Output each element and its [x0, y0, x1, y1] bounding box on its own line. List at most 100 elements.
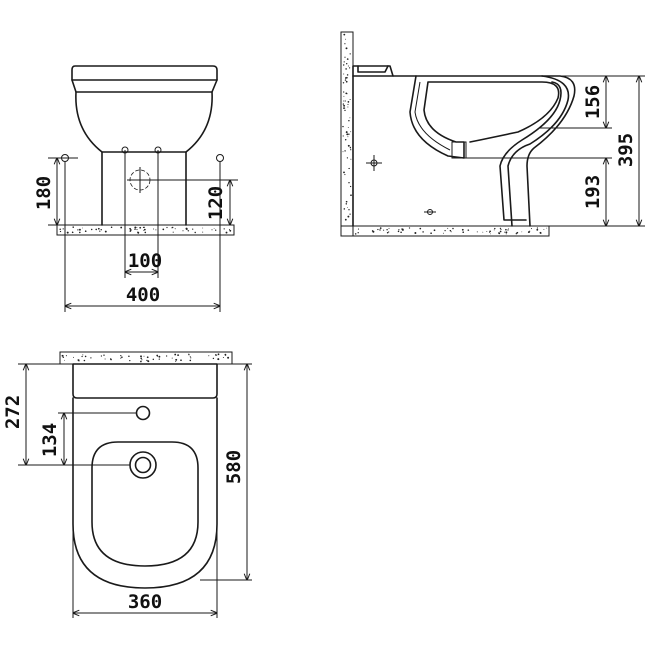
concrete-speck [430, 232, 432, 235]
concrete-speck [62, 356, 65, 359]
concrete-speck [527, 231, 530, 234]
concrete-speck [379, 229, 381, 231]
concrete-speck [222, 356, 224, 359]
concrete-speck [349, 117, 351, 119]
concrete-speck [343, 208, 346, 210]
concrete-speck [166, 226, 168, 229]
concrete-speck [408, 227, 411, 229]
concrete-speck [110, 226, 113, 228]
concrete-speck [217, 358, 220, 361]
concrete-speck [343, 61, 345, 63]
concrete-speck [347, 65, 349, 67]
front-floor-slab [56, 224, 235, 236]
concrete-speck [344, 109, 346, 112]
concrete-speck [346, 76, 348, 79]
side-body-outline [352, 65, 576, 227]
concrete-speck [345, 200, 348, 203]
concrete-speck [508, 228, 510, 230]
concrete-speck [143, 226, 146, 228]
concrete-speck [139, 226, 142, 229]
concrete-speck [120, 357, 122, 359]
concrete-speck [345, 47, 348, 50]
concrete-speck [344, 79, 347, 81]
concrete-speck [84, 230, 87, 233]
concrete-speck [383, 229, 385, 231]
concrete-speck [490, 233, 491, 235]
concrete-speck [493, 229, 495, 231]
concrete-speck [84, 355, 87, 358]
concrete-speck [182, 230, 184, 232]
concrete-speck [162, 228, 165, 231]
concrete-speck [62, 228, 64, 230]
top-wall-slab [59, 351, 233, 365]
concrete-speck [202, 227, 204, 229]
dim-156-label: 156 [582, 85, 604, 119]
concrete-speck [79, 231, 81, 234]
front-pedestal [101, 151, 187, 226]
concrete-speck [109, 358, 112, 360]
top-outer-body [72, 397, 218, 589]
concrete-speck [192, 228, 194, 230]
concrete-speck [137, 231, 140, 234]
concrete-speck [346, 58, 349, 60]
concrete-speck [343, 33, 346, 36]
concrete-speck [347, 106, 349, 108]
dim-193-label: 193 [582, 175, 604, 209]
concrete-speck [134, 226, 137, 229]
concrete-speck [422, 231, 424, 233]
concrete-speck [165, 355, 168, 357]
dim-272-label: 272 [2, 395, 24, 429]
concrete-speck [187, 230, 190, 232]
concrete-speck [143, 228, 146, 231]
concrete-speck [346, 74, 349, 76]
concrete-speck [350, 146, 352, 148]
concrete-speck [343, 73, 345, 75]
concrete-speck [140, 355, 142, 358]
front-bowl [75, 91, 213, 153]
concrete-speck [401, 228, 403, 230]
concrete-speck [211, 229, 213, 231]
concrete-speck [227, 356, 230, 359]
concrete-speck [348, 67, 351, 69]
concrete-speck [72, 226, 74, 228]
concrete-speck [189, 356, 191, 358]
concrete-speck [388, 231, 390, 233]
concrete-speck [450, 231, 452, 233]
concrete-speck [486, 231, 488, 233]
concrete-speck [344, 150, 346, 152]
concrete-speck [504, 231, 506, 233]
front-fixing-right [216, 154, 224, 162]
concrete-speck [342, 103, 345, 105]
concrete-speck [61, 354, 64, 357]
concrete-speck [350, 149, 352, 151]
concrete-speck [344, 218, 347, 221]
concrete-speck [175, 360, 177, 362]
concrete-speck [349, 185, 352, 188]
concrete-speck [146, 356, 149, 359]
concrete-speck [202, 231, 204, 233]
dim-180-label: 180 [33, 176, 55, 210]
dim-395-label: 395 [615, 133, 637, 167]
concrete-speck [400, 231, 402, 234]
concrete-speck [342, 151, 344, 153]
concrete-speck [190, 357, 192, 359]
concrete-speck [59, 230, 62, 233]
dim-100-label: 100 [128, 250, 162, 272]
concrete-speck [442, 232, 444, 234]
concrete-speck [171, 357, 173, 359]
concrete-speck [505, 231, 508, 234]
concrete-speck [347, 207, 349, 209]
concrete-speck [489, 230, 491, 233]
concrete-speck [348, 119, 350, 122]
concrete-speck [345, 203, 348, 205]
concrete-speck [348, 209, 350, 211]
front-view: 180 120 100 400 [33, 65, 238, 312]
concrete-speck [59, 228, 61, 230]
concrete-speck [194, 231, 196, 234]
concrete-speck [372, 230, 375, 233]
concrete-speck [158, 358, 160, 360]
concrete-speck [343, 107, 345, 109]
concrete-speck [345, 92, 348, 95]
concrete-speck [349, 98, 351, 101]
concrete-speck [346, 63, 348, 65]
